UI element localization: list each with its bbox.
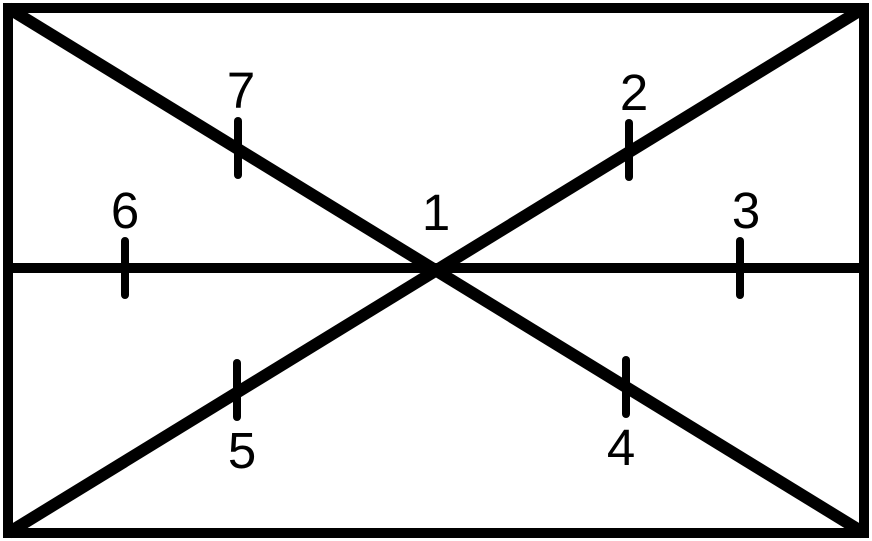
numbered-points-layer: 1 2 3 4 5 6 7 [111, 62, 760, 479]
point-label-7: 7 [227, 62, 255, 119]
point-label-3: 3 [732, 182, 760, 239]
diagonal-bottomleft-topright [4, 2, 868, 539]
point-label-5: 5 [228, 422, 256, 479]
point-label-2: 2 [620, 64, 648, 121]
point-label-6: 6 [111, 182, 139, 239]
point-label-1: 1 [422, 184, 450, 241]
point-label-4: 4 [607, 419, 635, 476]
